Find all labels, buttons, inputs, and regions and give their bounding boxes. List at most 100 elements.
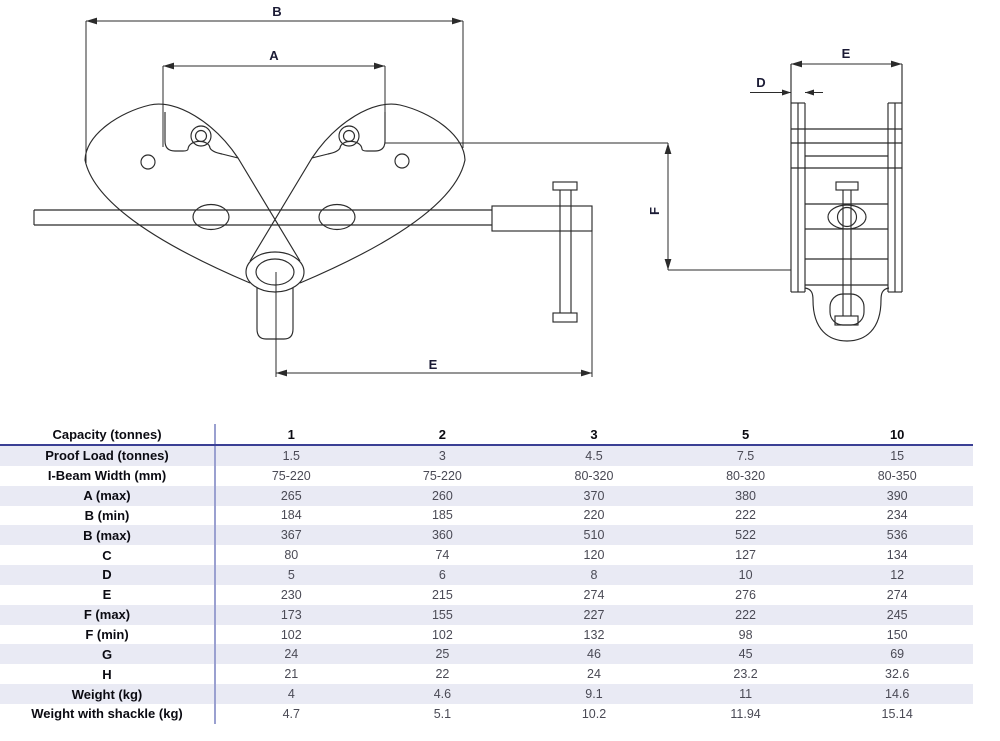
- bar-end-nut: [834, 315, 859, 326]
- arrowhead: [163, 62, 174, 70]
- value-cell: 8: [590, 567, 598, 582]
- row-label-cell: F (max): [0, 604, 216, 625]
- value-cell: 46: [587, 647, 601, 662]
- value-cell: 5: [287, 567, 295, 582]
- front-view: B A: [33, 4, 791, 377]
- value-cell: 222: [735, 607, 756, 622]
- row-label-cell: B (max): [0, 525, 216, 546]
- capacity-column-header: 5: [669, 424, 822, 446]
- table-row: D 5 6 8 10 12: [0, 565, 973, 585]
- arrowhead: [374, 62, 385, 70]
- value-cell: 132: [583, 627, 605, 642]
- shackle-bracket: [804, 287, 890, 342]
- row-label-cell: F (min): [0, 624, 216, 645]
- value-cell: 5.1: [433, 706, 452, 721]
- value-cell: 1.5: [282, 448, 300, 463]
- table-row: G 24 25 46 45 69: [0, 644, 973, 665]
- value-cell: 390: [886, 488, 908, 503]
- shackle-boss: [245, 251, 305, 377]
- value-cell: 10.2: [581, 706, 607, 721]
- value-cell: 69: [890, 647, 905, 662]
- arrowhead: [891, 60, 902, 68]
- value-cell: 127: [735, 548, 756, 563]
- left-bushing-hole-inner: [194, 129, 208, 143]
- left-bushing-hole: [190, 125, 212, 147]
- value-cell: 45: [738, 647, 753, 662]
- value-cell: 370: [583, 488, 605, 503]
- row-label-cell: G: [0, 644, 216, 665]
- arrowhead: [452, 17, 463, 25]
- value-cell: 234: [886, 508, 908, 523]
- value-cell: 75-220: [271, 468, 311, 483]
- value-cell: 4: [287, 687, 295, 702]
- row-label-cell: Weight (kg): [0, 684, 216, 704]
- row-label-cell: Proof Load (tonnes): [0, 445, 216, 466]
- capacity-column-header: 3: [518, 424, 670, 446]
- value-cell: 3: [438, 448, 446, 463]
- left-plate-hole: [140, 154, 156, 170]
- value-cell: 23.2: [733, 667, 758, 682]
- value-cell: 15: [890, 448, 905, 463]
- value-cell: 6: [438, 567, 446, 582]
- tommy-bar: [552, 181, 578, 323]
- dim-label-a: A: [269, 48, 279, 63]
- spindle-boss: [491, 205, 593, 232]
- value-cell: 265: [280, 488, 302, 503]
- value-cell: 227: [583, 607, 605, 622]
- row-label-cell: E: [0, 584, 216, 605]
- dimension-e-side: E: [791, 46, 902, 68]
- dimension-b: B: [85, 4, 464, 163]
- value-cell: 184: [280, 508, 302, 523]
- value-cell: 150: [886, 627, 908, 642]
- dimension-e-front: E: [276, 231, 593, 377]
- dim-label-d: D: [756, 75, 765, 90]
- value-cell: 25: [435, 647, 450, 662]
- value-cell: 360: [431, 528, 453, 543]
- value-cell: 522: [735, 528, 756, 543]
- value-cell: 4.6: [433, 687, 452, 702]
- row-label-cell: D: [0, 565, 216, 585]
- row-label-cell: C: [0, 545, 216, 566]
- value-cell: 80-320: [574, 468, 614, 483]
- value-cell: 215: [431, 587, 453, 602]
- arrowhead: [782, 89, 791, 96]
- value-cell: 21: [284, 667, 299, 682]
- value-cell: 98: [738, 627, 753, 642]
- left-trunnion-nut: [192, 203, 230, 231]
- value-cell: 120: [583, 548, 605, 563]
- arrowhead: [664, 259, 672, 270]
- dimension-f: F: [385, 142, 791, 271]
- side-view: E D: [750, 46, 903, 342]
- row-label-cell: I-Beam Width (mm): [0, 465, 216, 486]
- value-cell: 102: [431, 627, 453, 642]
- beam-clamp-technical-drawing: B A: [33, 4, 903, 377]
- value-cell: 185: [431, 508, 453, 523]
- side-suspension-bar: [827, 181, 867, 326]
- value-cell: 380: [735, 488, 756, 503]
- capacity-column-header: 10: [821, 424, 973, 446]
- value-cell: 276: [735, 587, 756, 602]
- value-cell: 24: [284, 647, 299, 662]
- arrowhead: [664, 143, 672, 154]
- value-cell: 10: [738, 567, 753, 582]
- value-cell: 274: [886, 587, 908, 602]
- value-cell: 12: [890, 567, 905, 582]
- value-cell: 22: [435, 667, 450, 682]
- value-cell: 11: [739, 687, 753, 702]
- value-cell: 536: [886, 528, 908, 543]
- value-cell: 80: [284, 548, 299, 563]
- value-cell: 32.6: [885, 667, 910, 682]
- right-plate-hole: [394, 153, 410, 169]
- value-cell: 74: [435, 548, 450, 563]
- value-cell: 102: [280, 627, 302, 642]
- value-cell: 80-350: [877, 468, 917, 483]
- dim-label-b: B: [272, 4, 281, 19]
- value-cell: 134: [886, 548, 908, 563]
- value-cell: 222: [735, 508, 756, 523]
- arrowhead: [276, 369, 287, 377]
